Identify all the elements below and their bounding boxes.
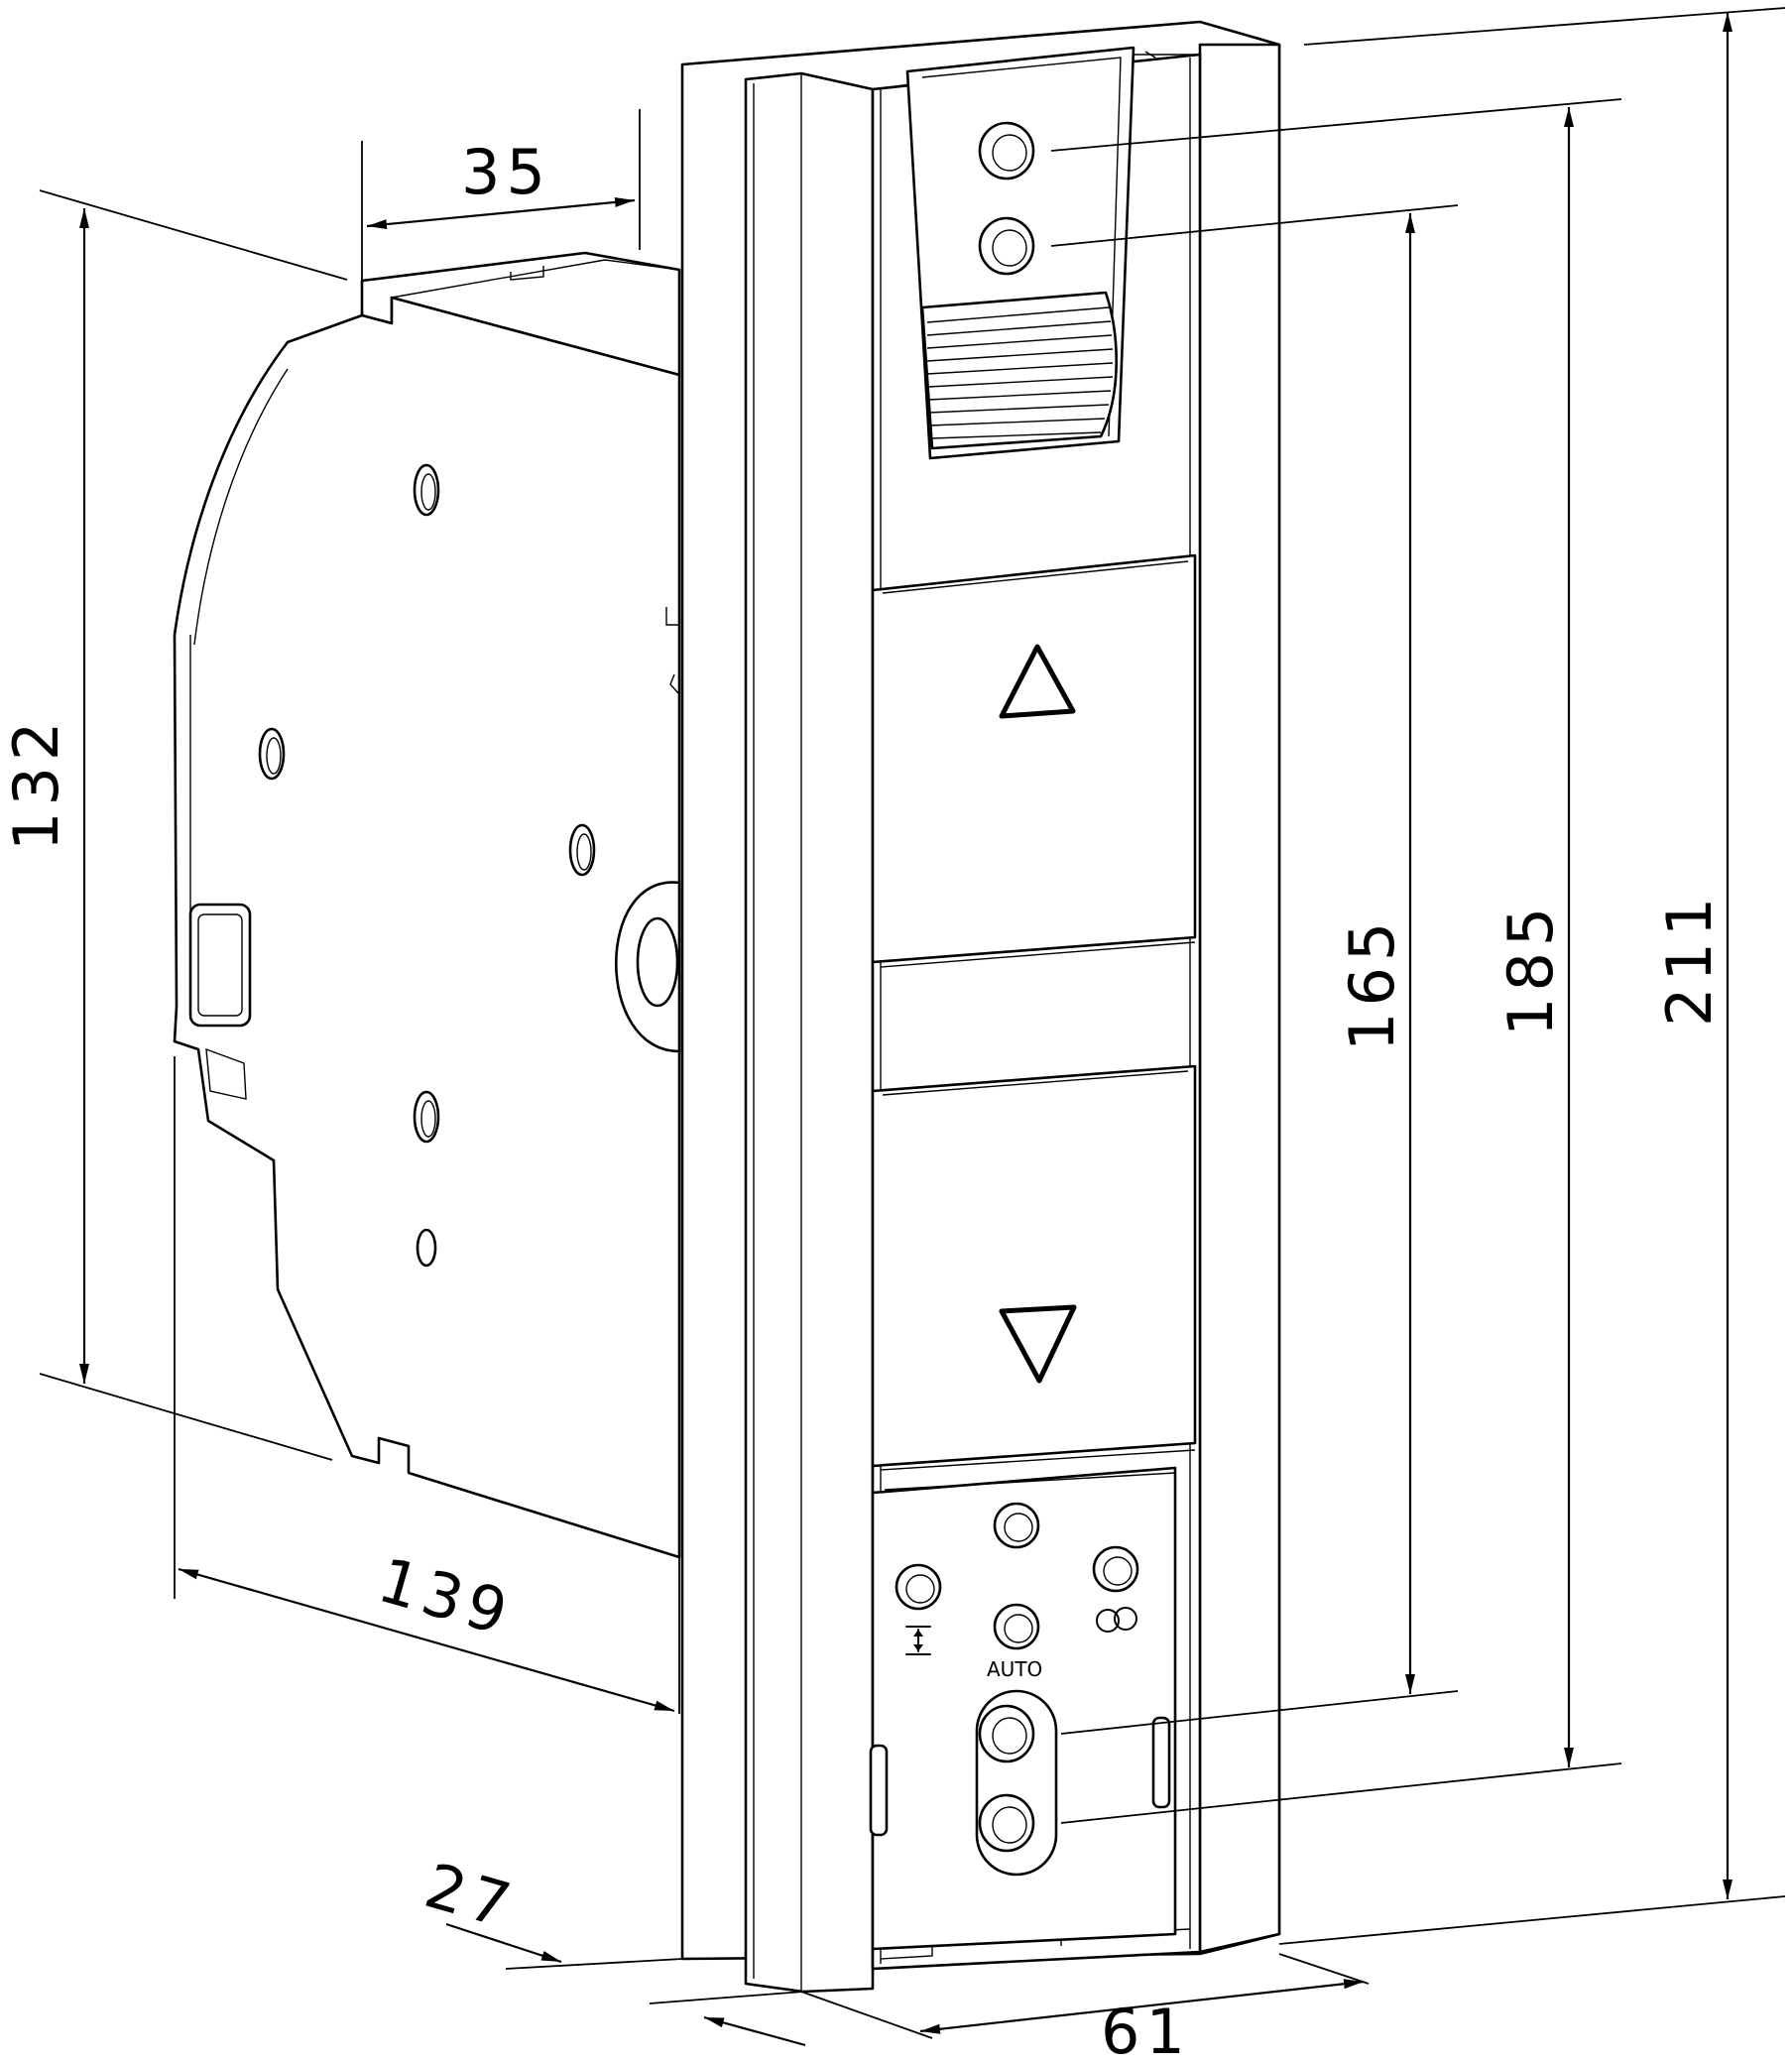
auto-label: AUTO	[987, 1657, 1042, 1681]
dim-61: 61	[1101, 1996, 1191, 2063]
guide-roller	[978, 216, 1035, 276]
setting-button-left[interactable]	[895, 1563, 942, 1611]
limit-position-icon	[905, 1626, 931, 1655]
dim-27: 27	[418, 1849, 525, 1943]
axle-boss	[615, 881, 681, 1053]
down-button[interactable]	[871, 1064, 1197, 1471]
mounting-hole	[416, 1228, 437, 1268]
strap-inlet	[905, 46, 1135, 460]
triangle-up-icon	[999, 644, 1076, 719]
up-button[interactable]	[871, 553, 1197, 968]
guide-roller	[978, 121, 1035, 181]
dim-211: 211	[1653, 892, 1726, 1027]
latch-tab	[188, 903, 252, 1028]
dimension-lines	[39, 7, 1786, 2047]
setting-button-top[interactable]	[993, 1502, 1040, 1549]
dim-185: 185	[1494, 902, 1567, 1036]
dim-132: 132	[0, 716, 72, 851]
auto-button[interactable]	[993, 1603, 1040, 1650]
side-clip	[1151, 1716, 1171, 1809]
axle-hole	[636, 916, 679, 1008]
mounting-hole	[258, 727, 286, 781]
mounting-hole	[413, 1090, 440, 1144]
mounting-hole	[413, 463, 440, 517]
strap-brush	[920, 291, 1118, 450]
dim-165: 165	[1336, 916, 1408, 1051]
dim-35: 35	[461, 136, 551, 208]
clock-mode-icon	[1096, 1607, 1137, 1633]
side-clip	[869, 1744, 889, 1837]
triangle-down-icon	[999, 1304, 1077, 1384]
setting-button-right[interactable]	[1092, 1545, 1139, 1593]
mounting-hole	[568, 823, 596, 877]
housing	[173, 251, 681, 1559]
bottom-guide	[975, 1689, 1058, 1877]
dim-139: 139	[371, 1543, 521, 1650]
